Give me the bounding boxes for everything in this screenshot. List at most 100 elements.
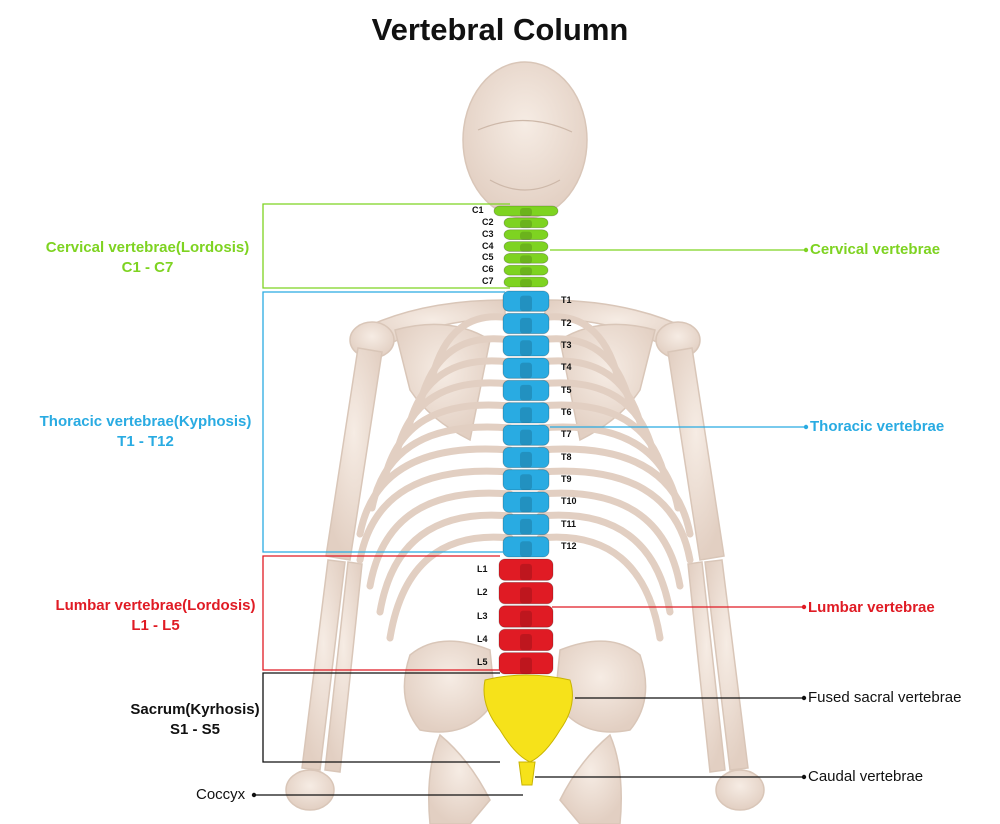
lumbar-bracket (262, 555, 500, 671)
spinous-process (520, 267, 532, 276)
cervical-vertebra (503, 264, 549, 276)
thoracic-bracket (262, 291, 505, 553)
cervical-region-name: Cervical vertebrae(Lordosis) (45, 239, 250, 256)
thoracic-vertebra (502, 335, 550, 357)
sacrum-bone (483, 674, 573, 786)
thoracic-region-name: Thoracic vertebrae(Kyphosis) (39, 413, 252, 430)
rib-right (536, 489, 684, 590)
spinous-process (520, 474, 532, 490)
rib-right (536, 445, 694, 538)
spinous-process (520, 219, 532, 229)
sacrum-region-name: Sacrum(Kyrhosis) (130, 701, 260, 718)
vertebra-label-c5: C5 (482, 252, 494, 263)
vertebra-label-t1: T1 (561, 295, 572, 306)
spinous-process (520, 279, 532, 288)
vertebra-label-t2: T2 (561, 317, 572, 328)
sacral-side-label: Fused sacral vertebrae (808, 689, 962, 706)
vertebra-label-c3: C3 (482, 228, 494, 239)
sacrum-bracket (262, 672, 500, 763)
caudal-side-label: Caudal vertebrae (808, 768, 924, 785)
cervical-vertebra (503, 241, 549, 252)
vertebra-label-c6: C6 (482, 264, 494, 275)
rib-left (356, 445, 514, 538)
cervical-vertebra (493, 205, 559, 217)
vertebra-label-l3: L3 (477, 610, 488, 621)
leader-lines (251, 203, 809, 798)
thoracic-vertebra (502, 357, 550, 379)
cervical-vertebra (503, 217, 549, 229)
rib-left (386, 533, 514, 642)
vertebra-label-c2: C2 (482, 216, 494, 227)
thoracic-vertebra (502, 379, 550, 402)
thoracic-vertebra (502, 402, 550, 424)
vertebra-label-t6: T6 (561, 406, 572, 417)
rib-right (536, 511, 674, 616)
vertebra-label-t10: T10 (561, 496, 577, 507)
cervical-bracket (262, 203, 510, 289)
lumbar-region-range: L1 - L5 (131, 617, 180, 634)
vertebra-label-t8: T8 (561, 451, 572, 462)
thoracic-vertebra (502, 536, 550, 558)
cervical-side-label: Cervical vertebrae (810, 241, 941, 258)
lumbar-side-label: Lumbar vertebrae (808, 599, 935, 616)
cervical-vertebra (503, 276, 549, 288)
thoracic-vertebra (502, 312, 550, 335)
rib-left (356, 467, 514, 564)
vertebra-label-c4: C4 (482, 240, 494, 251)
sacrum-region-label: Sacrum(Kyrhosis) S1 - S5 (80, 700, 310, 740)
thoracic-side-label: Thoracic vertebrae (810, 418, 945, 435)
spinous-process (520, 295, 532, 312)
skull (462, 61, 588, 219)
cervical-region-range: C1 - C7 (121, 259, 174, 276)
vertebra-label-t7: T7 (561, 429, 572, 440)
thoracic-vertebra (502, 491, 550, 513)
spinous-process (520, 496, 532, 513)
thoracic-region-label: Thoracic vertebrae(Kyphosis) T1 - T12 (28, 412, 263, 452)
cervical-vertebra (503, 253, 549, 264)
lumbar-leader-dot (801, 604, 807, 610)
cervical-leader-dot (803, 247, 809, 253)
spinous-process (520, 518, 532, 535)
rib-left (376, 511, 514, 616)
vertebra-label-t9: T9 (561, 473, 572, 484)
spinous-process (520, 207, 532, 217)
vertebra-label-c1: C1 (472, 204, 484, 215)
spinous-process (520, 610, 532, 628)
thoracic-vertebra (502, 469, 550, 491)
vertebra-label-l1: L1 (477, 563, 488, 574)
rib-left (366, 489, 514, 590)
cervical-region-label: Cervical vertebrae(Lordosis) C1 - C7 (30, 238, 265, 278)
cervical-vertebra (503, 229, 549, 240)
spinous-process (520, 340, 532, 356)
vertebra-label-c7: C7 (482, 276, 494, 287)
vertebra-label-l4: L4 (477, 633, 488, 644)
lumbar-vertebra (498, 628, 554, 652)
arms (285, 347, 765, 811)
thoracic-vertebra (502, 424, 550, 446)
spine (493, 205, 559, 675)
vertebra-label-t4: T4 (561, 362, 572, 373)
spinous-process (520, 384, 532, 401)
caudal-leader-dot (801, 774, 807, 780)
sacral-leader-dot (801, 695, 807, 701)
thoracic-vertebra (502, 446, 550, 469)
vertebra-label-l2: L2 (477, 587, 488, 598)
spinous-process (520, 587, 532, 604)
vertebra-label-t5: T5 (561, 384, 572, 395)
thoracic-leader-dot (803, 424, 809, 430)
spinous-process (520, 451, 532, 468)
spinous-process (520, 243, 532, 252)
coccyx-label: Coccyx (196, 786, 246, 803)
thoracic-region-range: T1 - T12 (117, 433, 174, 450)
spinous-process (520, 657, 532, 674)
rib-cage (356, 313, 694, 642)
pelvis (403, 640, 647, 824)
vertebra-label-t3: T3 (561, 339, 572, 350)
spinous-process (520, 563, 532, 581)
lumbar-vertebra (498, 558, 554, 581)
spinous-process (520, 407, 532, 423)
thoracic-vertebra (502, 290, 550, 312)
spinous-process (520, 634, 532, 651)
